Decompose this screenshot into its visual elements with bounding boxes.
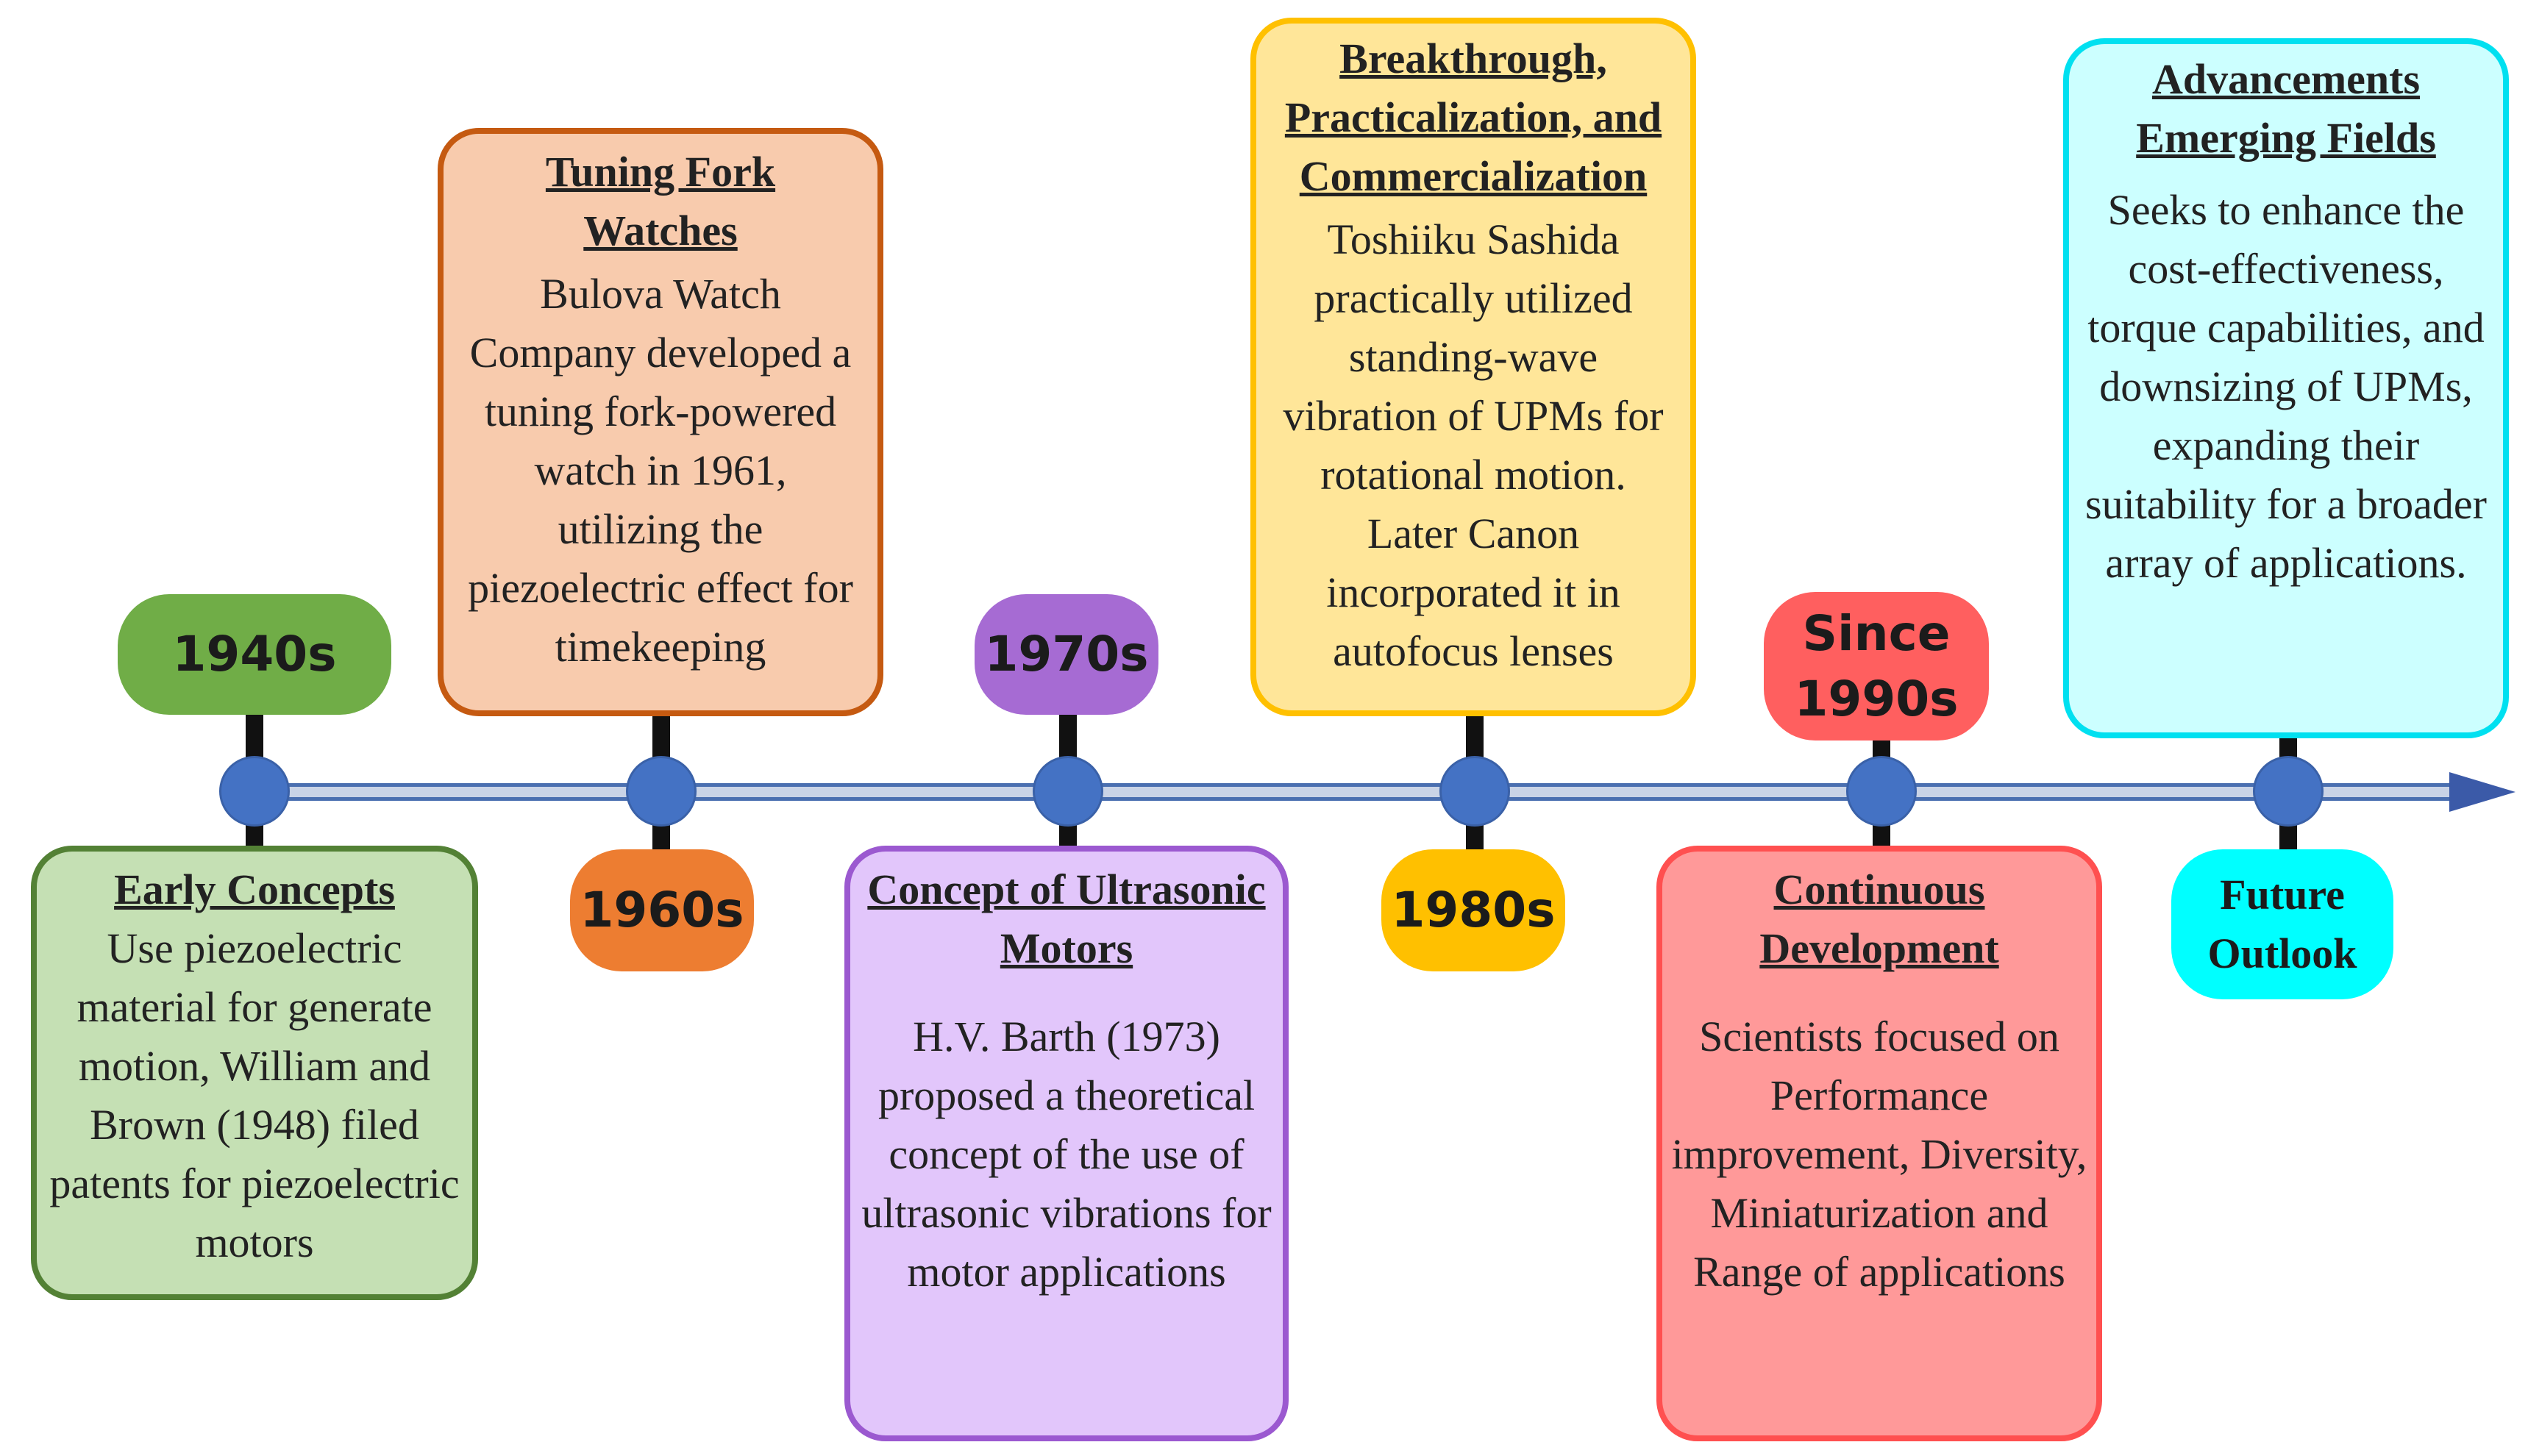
era-label-1940s: 1940s [118,594,391,715]
card-text: Scientists focused on Performance improv… [1671,1013,2087,1296]
card-breakthrough: Breakthrough, Practicalization, and Comm… [1250,18,1696,716]
card-title: Concept of Ultrasonic Motors [867,866,1266,972]
card-title: Breakthrough, Practicalization, and Comm… [1284,35,1662,200]
era-label-future-outlook: Future Outlook [2171,849,2393,999]
card-advancements-emerging-fields: Advancements Emerging Fields Seeks to en… [2063,38,2509,738]
card-continuous-development: Continuous Development Scientists focuse… [1656,846,2102,1441]
era-label-since-1990s: Since 1990s [1764,592,1989,741]
card-title: Continuous Development [1759,866,1999,972]
card-tuning-fork-watches: Tuning Fork Watches Bulova Watch Company… [438,128,883,716]
era-label-1960s: 1960s [570,849,754,971]
timeline-arrow-head [2449,772,2515,812]
card-text: H.V. Barth (1973) proposed a theoretical… [861,1013,1272,1296]
era-label-1970s: 1970s [975,594,1158,715]
timeline-node [626,756,697,827]
card-early-concepts: Early Concepts Use piezoelectric materia… [31,846,478,1300]
card-text: Use piezoelectric material for generate … [49,924,460,1266]
timeline-axis [254,783,2460,801]
timeline-node [1439,756,1510,827]
card-text: Seeks to enhance the cost-effectiveness,… [2085,186,2487,587]
timeline-node [1846,756,1917,827]
timeline-node [219,756,290,827]
era-label-1980s: 1980s [1381,849,1565,971]
card-title: Tuning Fork Watches [545,148,776,254]
timeline-node [1033,756,1103,827]
card-text: Bulova Watch Company developed a tuning … [468,270,853,671]
card-title: Early Concepts [114,866,395,913]
card-text: Toshiiku Sashida practically utilized st… [1283,215,1664,675]
timeline-node [2253,756,2324,827]
card-title: Advancements Emerging Fields [2136,55,2436,162]
card-concept-of-ultrasonic-motors: Concept of Ultrasonic Motors H.V. Barth … [844,846,1289,1441]
